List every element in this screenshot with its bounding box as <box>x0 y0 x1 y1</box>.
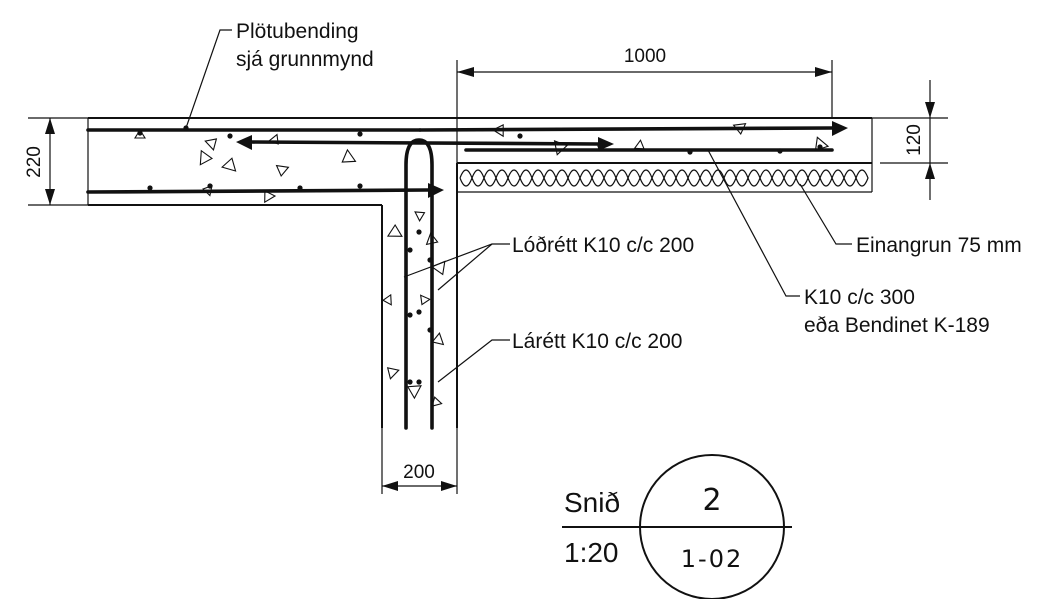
label-slab-reinforcement: Plötubending sjá grunnmynd <box>185 20 374 129</box>
insulation-layer <box>457 169 872 193</box>
dimension-left-value: 220 <box>24 146 45 178</box>
dimension-top-value: 1000 <box>624 46 666 67</box>
dimension-top: 1000 <box>456 46 833 163</box>
concrete-outline <box>87 117 873 428</box>
dimension-right-value: 120 <box>904 124 925 156</box>
scale-text: 1:20 <box>564 537 619 568</box>
sheet-reference: 1-02 <box>681 545 743 573</box>
svg-text:Plötubending: Plötubending <box>236 20 359 43</box>
section-title-block: Snið 1:20 2 1-02 <box>562 454 792 599</box>
dimension-bottom: 200 <box>381 428 458 494</box>
svg-text:Lárétt K10 c/c 200: Lárétt K10 c/c 200 <box>512 330 682 353</box>
bar-arrowheads <box>236 121 848 198</box>
aggregate-marks <box>134 123 830 407</box>
label-horizontal-rebar: Lárétt K10 c/c 200 <box>437 330 682 383</box>
svg-text:sjá grunnmynd: sjá grunnmynd <box>236 48 374 71</box>
label-insulation: Einangrun 75 mm <box>799 183 1022 257</box>
svg-text:Lóðrétt K10 c/c 200: Lóðrétt K10 c/c 200 <box>512 234 694 257</box>
svg-text:Einangrun 75 mm: Einangrun 75 mm <box>856 234 1022 257</box>
svg-text:eða Bendinet K-189: eða Bendinet K-189 <box>804 314 990 337</box>
label-mesh: K10 c/c 300 eða Bendinet K-189 <box>707 149 990 337</box>
section-bubble <box>639 454 785 599</box>
svg-text:K10 c/c 300: K10 c/c 300 <box>804 286 915 309</box>
label-vertical-rebar: Lóðrétt K10 c/c 200 <box>403 234 694 291</box>
section-number: 2 <box>702 483 721 518</box>
reinforcement <box>86 126 834 430</box>
dimension-bottom-value: 200 <box>403 462 435 483</box>
section-word: Snið <box>564 487 620 518</box>
dimension-left: 220 <box>24 117 88 206</box>
dimension-right: 120 <box>872 80 948 200</box>
